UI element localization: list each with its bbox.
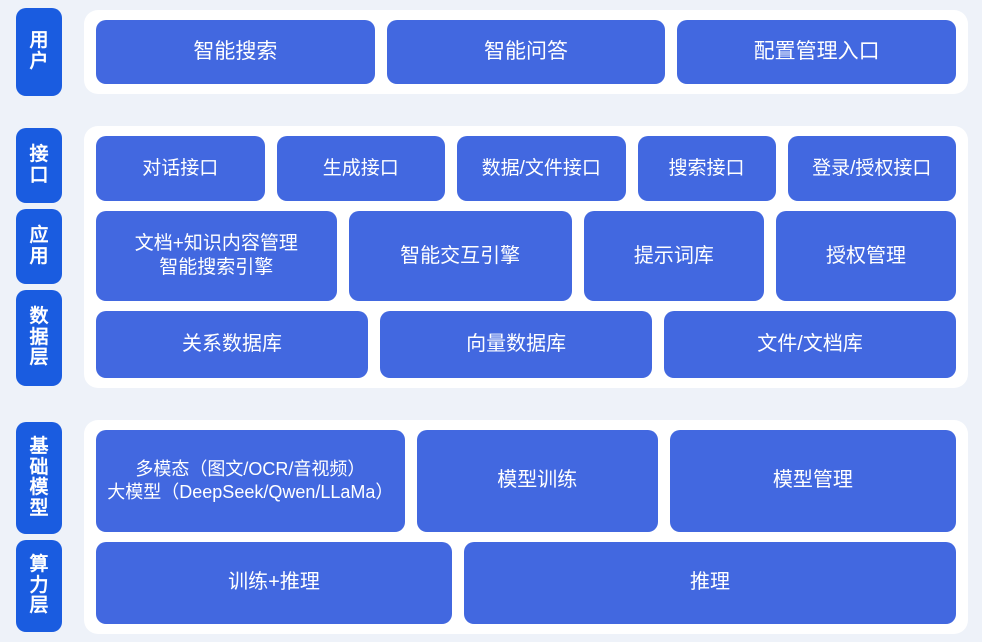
card-prompt-library[interactable]: 提示词库 <box>583 211 764 302</box>
card-login-auth-api[interactable]: 登录/授权接口 <box>787 136 956 202</box>
rail-user-layer: 用户 <box>0 0 76 104</box>
section-platform-layers: 接口 应用 数据层 对话接口 生成接口 数据/文件接口 搜索接口 登录/授权接口… <box>0 118 982 396</box>
layer-tab-application-label: 应用 <box>29 225 49 267</box>
row-foundation-model-layer: 多模态（图文/OCR/音视频） 大模型（DeepSeek/Qwen/LLaMa）… <box>96 430 956 533</box>
layer-tab-data[interactable]: 数据层 <box>16 290 62 386</box>
layer-tab-application[interactable]: 应用 <box>16 209 62 285</box>
row-user-entrypoints: 智能搜索 智能问答 配置管理入口 <box>96 20 957 84</box>
layer-tab-interface[interactable]: 接口 <box>16 128 62 204</box>
row-interface-layer: 对话接口 生成接口 数据/文件接口 搜索接口 登录/授权接口 <box>96 136 956 202</box>
layer-tab-interface-label: 接口 <box>29 144 49 186</box>
card-intelligent-interaction-engine[interactable]: 智能交互引擎 <box>348 211 572 302</box>
panel-infrastructure-layers: 多模态（图文/OCR/音视频） 大模型（DeepSeek/Qwen/LLaMa）… <box>84 420 968 634</box>
card-doc-knowledge-management[interactable]: 文档+知识内容管理 智能搜索引擎 <box>96 211 337 302</box>
card-data-file-api[interactable]: 数据/文件接口 <box>457 136 626 202</box>
layer-tab-user-label: 用户 <box>29 30 49 72</box>
row-data-layer: 关系数据库 向量数据库 文件/文档库 <box>96 311 956 378</box>
card-model-training[interactable]: 模型训练 <box>416 430 658 533</box>
layer-tab-compute[interactable]: 算力层 <box>16 540 62 633</box>
card-relational-database[interactable]: 关系数据库 <box>96 311 369 378</box>
section-infrastructure-layers: 基础模型 算力层 多模态（图文/OCR/音视频） 大模型（DeepSeek/Qw… <box>0 412 982 642</box>
layer-tab-compute-label: 算力层 <box>29 554 49 617</box>
card-authorization-management[interactable]: 授权管理 <box>775 211 956 302</box>
panel-platform-layers: 对话接口 生成接口 数据/文件接口 搜索接口 登录/授权接口 文档+知识内容管理… <box>84 126 968 388</box>
section-user-layer: 用户 智能搜索 智能问答 配置管理入口 <box>0 0 982 104</box>
card-inference[interactable]: 推理 <box>464 542 956 624</box>
row-compute-layer: 训练+推理 推理 <box>96 542 956 624</box>
panel-user-layer: 智能搜索 智能问答 配置管理入口 <box>84 10 968 94</box>
card-model-management[interactable]: 模型管理 <box>669 430 956 533</box>
card-training-and-inference[interactable]: 训练+推理 <box>96 542 452 624</box>
card-search-api[interactable]: 搜索接口 <box>637 136 776 202</box>
card-generation-api[interactable]: 生成接口 <box>276 136 445 202</box>
card-dialog-api[interactable]: 对话接口 <box>96 136 265 202</box>
card-intelligent-qa[interactable]: 智能问答 <box>386 20 666 84</box>
row-application-layer: 文档+知识内容管理 智能搜索引擎 智能交互引擎 提示词库 授权管理 <box>96 211 956 302</box>
layer-tab-user[interactable]: 用户 <box>16 8 62 96</box>
card-file-document-store[interactable]: 文件/文档库 <box>664 311 956 378</box>
rail-platform-layers: 接口 应用 数据层 <box>0 118 76 396</box>
layer-tab-data-label: 数据层 <box>29 306 49 369</box>
card-vector-database[interactable]: 向量数据库 <box>380 311 653 378</box>
card-multimodal-large-model[interactable]: 多模态（图文/OCR/音视频） 大模型（DeepSeek/Qwen/LLaMa） <box>96 430 405 533</box>
rail-infrastructure-layers: 基础模型 算力层 <box>0 412 76 642</box>
layer-tab-foundation-model-label: 基础模型 <box>29 436 49 519</box>
card-config-management-entry[interactable]: 配置管理入口 <box>677 20 957 84</box>
card-intelligent-search[interactable]: 智能搜索 <box>96 20 375 84</box>
layer-tab-foundation-model[interactable]: 基础模型 <box>16 422 62 535</box>
